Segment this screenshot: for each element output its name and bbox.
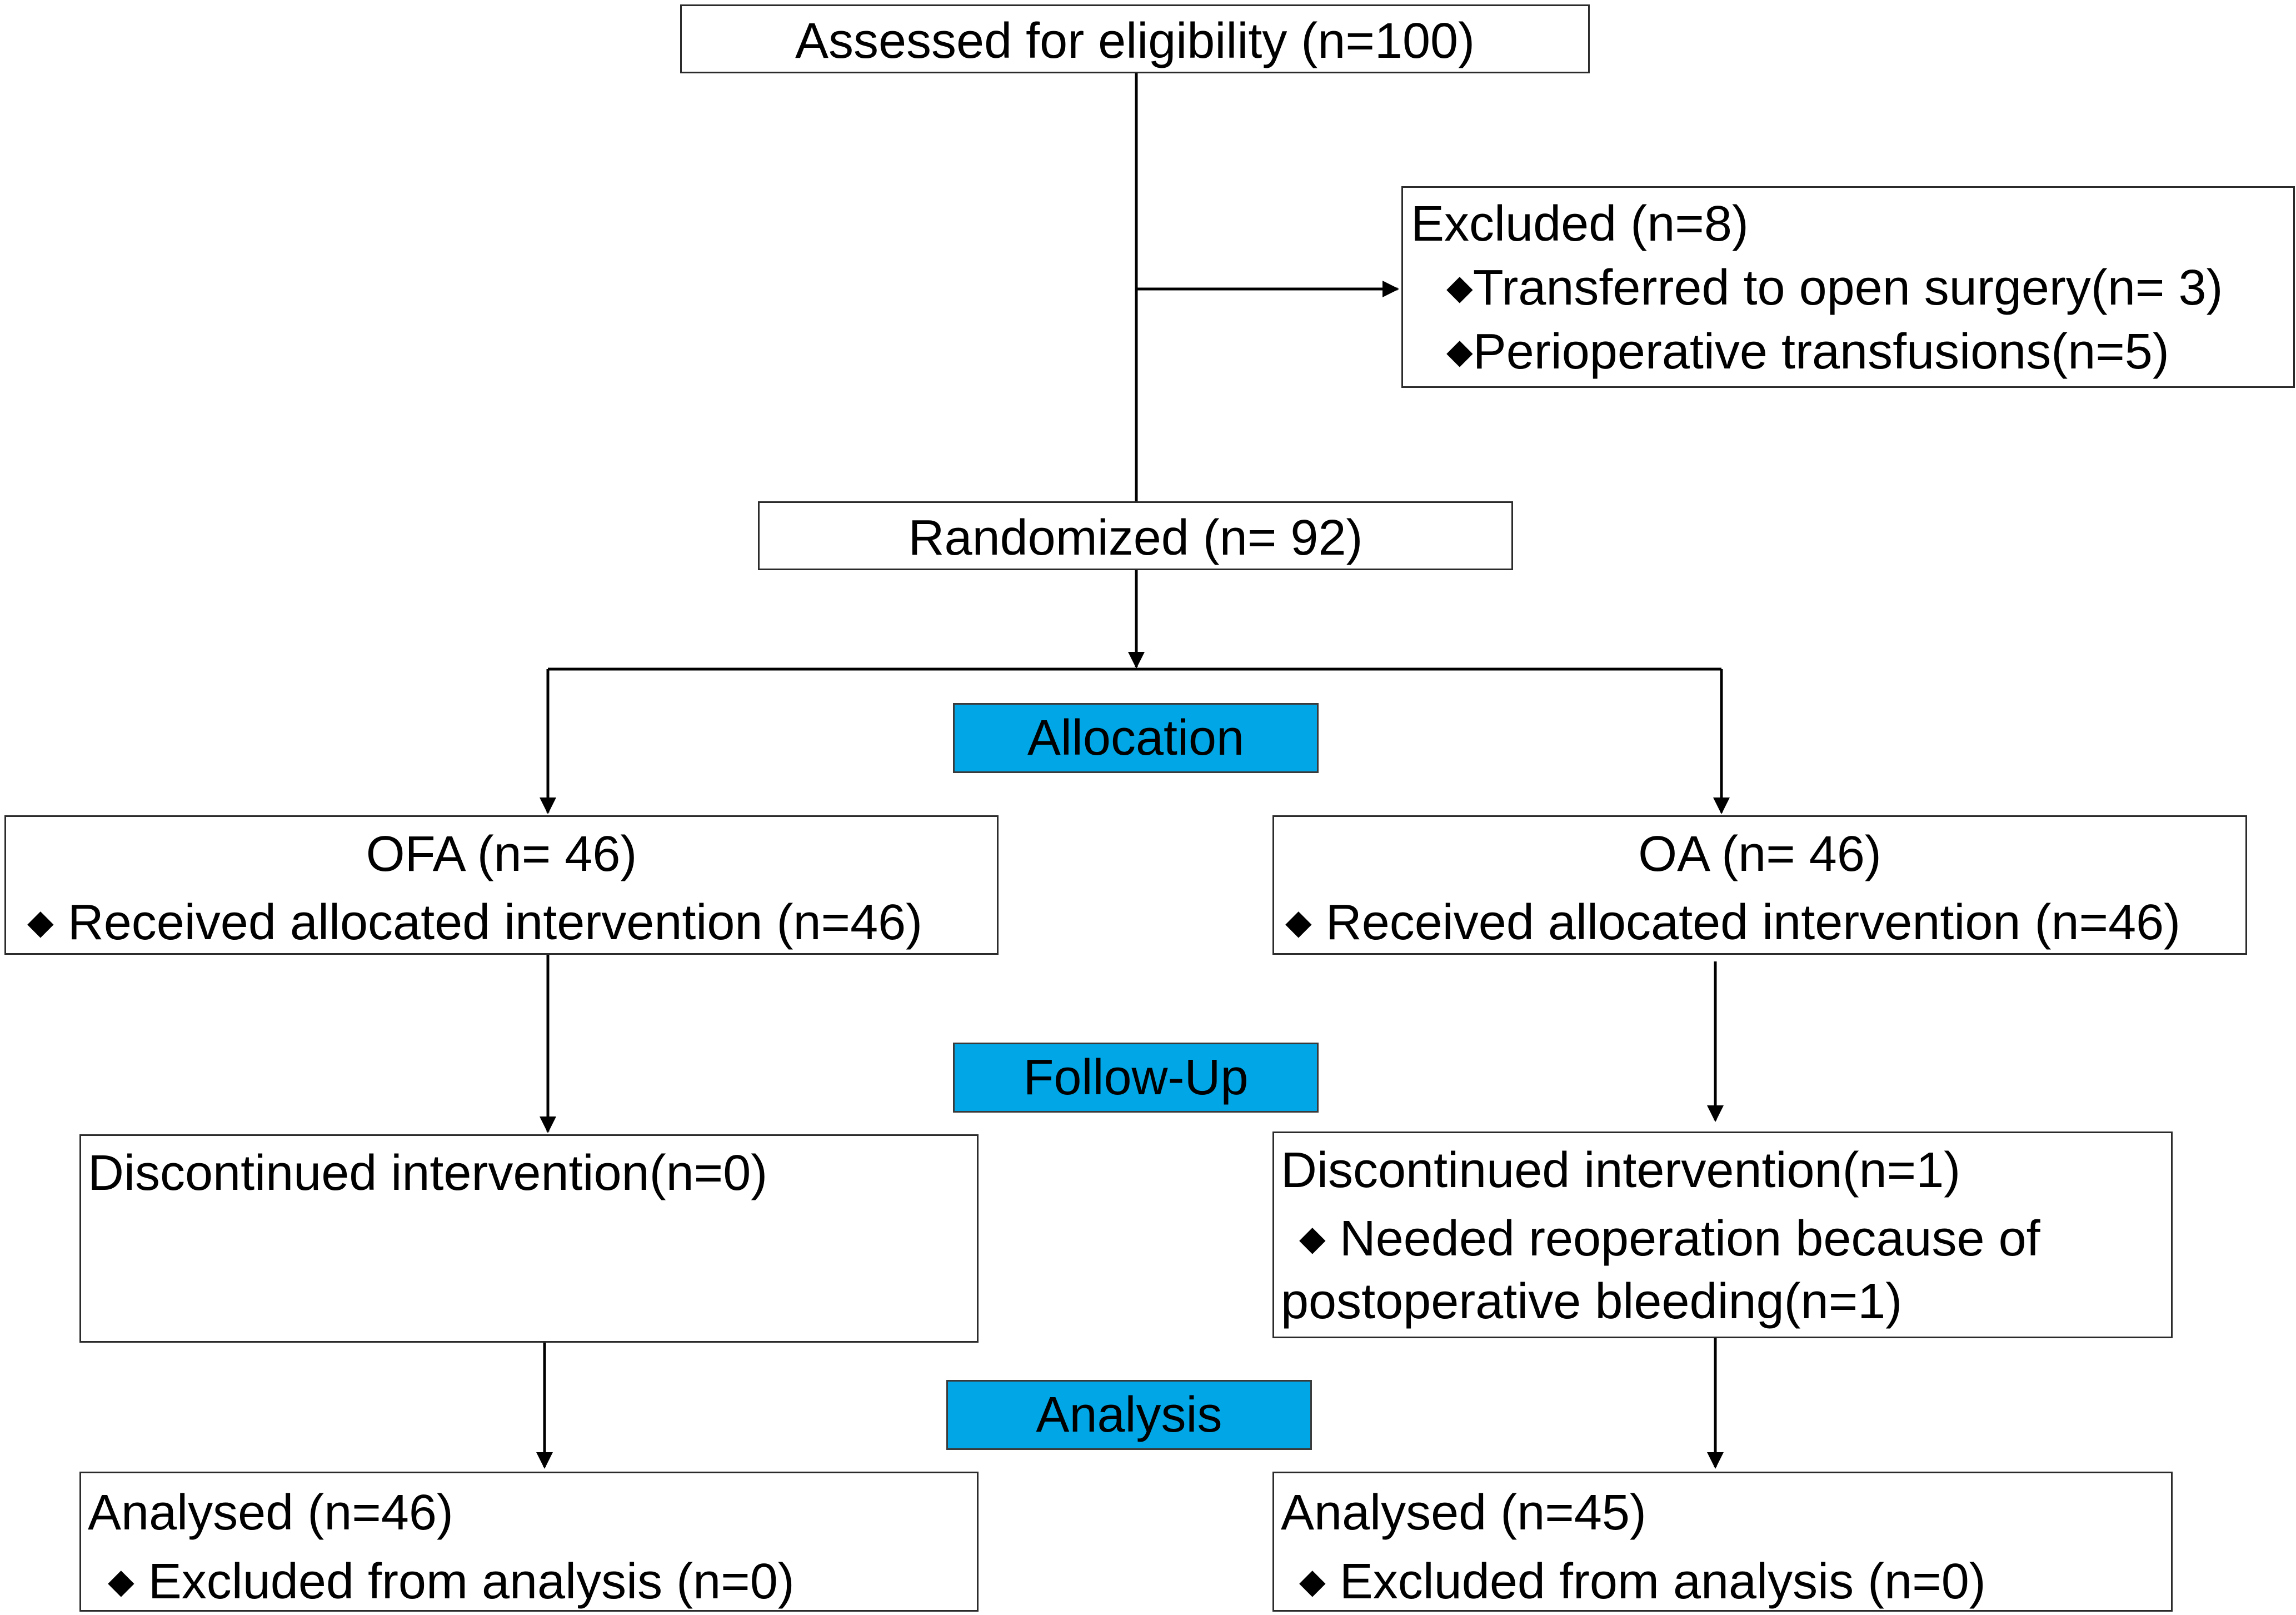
ofa-analysis-item: ◆ Excluded from analysis (n=0) xyxy=(108,1557,795,1607)
ofa-allocation-title: OFA (n= 46) xyxy=(366,826,637,882)
excluded-title: Excluded (n=8) xyxy=(1411,196,1749,252)
oa-analysis-box: Analysed (n=45) ◆ Excluded from analysis… xyxy=(1272,1472,2173,1612)
oa-followup-box: Discontinued intervention(n=1) ◆ Needed … xyxy=(1272,1132,2173,1338)
oa-analysis-title: Analysed (n=45) xyxy=(1281,1485,1646,1541)
ofa-allocation-item: ◆ Received allocated intervention (n=46) xyxy=(27,898,922,948)
oa-followup-title: Discontinued intervention(n=1) xyxy=(1281,1143,1961,1198)
diamond-bullet-icon: ◆ xyxy=(1446,332,1473,371)
oa-analysis-item: ◆ Excluded from analysis (n=0) xyxy=(1299,1557,1986,1607)
excluded-item: ◆Transferred to open surgery(n= 3) xyxy=(1446,263,2223,313)
oa-allocation-item-label: Received allocated intervention (n=46) xyxy=(1325,895,2181,950)
assessed-label: Assessed for eligibility (n=100) xyxy=(795,13,1475,69)
stage-follow-up: Follow-Up xyxy=(953,1043,1319,1113)
oa-allocation-title: OA (n= 46) xyxy=(1638,826,1881,882)
assessed-box: Assessed for eligibility (n=100) xyxy=(680,4,1590,73)
stage-analysis: Analysis xyxy=(946,1380,1312,1450)
diamond-bullet-icon: ◆ xyxy=(27,903,54,941)
oa-followup-item-line2: postoperative bleeding(n=1) xyxy=(1281,1274,1903,1329)
ofa-followup-title: Discontinued intervention(n=0) xyxy=(88,1145,768,1201)
ofa-followup-box: Discontinued intervention(n=0) xyxy=(79,1134,979,1343)
oa-followup-item-line1: Needed reoperation because of xyxy=(1339,1211,2040,1267)
excluded-item-label: Transferred to open surgery(n= 3) xyxy=(1473,260,2223,316)
randomized-box: Randomized (n= 92) xyxy=(758,501,1513,570)
ofa-analysis-box: Analysed (n=46) ◆ Excluded from analysis… xyxy=(79,1472,979,1612)
diamond-bullet-icon: ◆ xyxy=(108,1562,134,1601)
oa-followup-item: ◆ Needed reoperation because of xyxy=(1299,1214,2040,1264)
ofa-analysis-item-label: Excluded from analysis (n=0) xyxy=(148,1554,795,1609)
diamond-bullet-icon: ◆ xyxy=(1446,268,1473,307)
oa-analysis-item-label: Excluded from analysis (n=0) xyxy=(1339,1554,1986,1609)
diamond-bullet-icon: ◆ xyxy=(1285,903,1312,941)
randomized-label: Randomized (n= 92) xyxy=(908,510,1363,566)
excluded-box: Excluded (n=8) ◆Transferred to open surg… xyxy=(1401,186,2295,388)
ofa-allocation-box: OFA (n= 46) ◆ Received allocated interve… xyxy=(4,815,999,955)
excluded-item-label: Perioperative transfusions(n=5) xyxy=(1473,324,2169,380)
ofa-analysis-title: Analysed (n=46) xyxy=(88,1485,453,1541)
ofa-allocation-item-label: Received allocated intervention (n=46) xyxy=(67,895,923,950)
oa-allocation-box: OA (n= 46) ◆ Received allocated interven… xyxy=(1272,815,2247,955)
diamond-bullet-icon: ◆ xyxy=(1299,1562,1326,1601)
oa-allocation-item: ◆ Received allocated intervention (n=46) xyxy=(1285,898,2180,948)
diamond-bullet-icon: ◆ xyxy=(1299,1219,1326,1258)
excluded-item: ◆Perioperative transfusions(n=5) xyxy=(1446,327,2169,377)
stage-allocation: Allocation xyxy=(953,703,1319,773)
